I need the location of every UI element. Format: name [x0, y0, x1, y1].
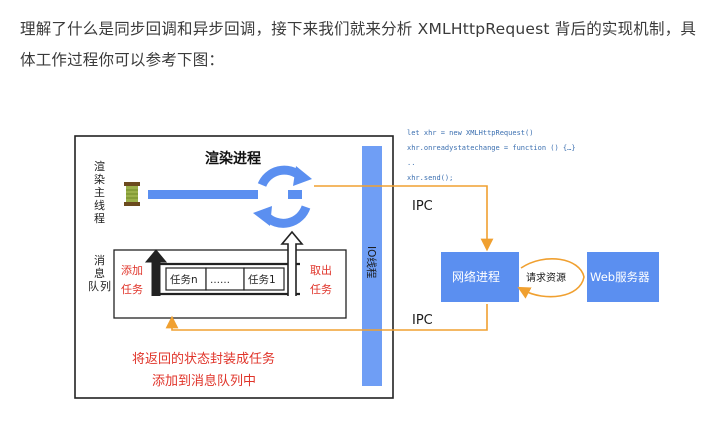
main-thread-char: 渲 — [94, 159, 105, 173]
take-task-line: 任务 — [310, 283, 332, 296]
code-line: xhr.onreadystatechange = function () {…} — [407, 144, 576, 152]
main-thread-char: 主 — [94, 186, 105, 199]
queue-track: 任务n …… 任务1 — [160, 262, 300, 296]
add-task-line: 添加 — [121, 263, 143, 277]
caption-line-2: 添加到消息队列中 — [152, 373, 256, 389]
web-server-box — [587, 252, 659, 302]
event-loop-icon — [253, 165, 312, 228]
intro-paragraph: 理解了什么是同步回调和异步回调，接下来我们就来分析 XMLHttpRequest… — [20, 20, 697, 69]
ipc-request-arrow — [314, 185, 494, 252]
main-thread-bar-tail — [288, 190, 302, 199]
take-task-label: 取出 任务 — [310, 263, 332, 296]
main-thread-bar — [148, 190, 258, 199]
queue-label-char: 息 — [94, 266, 105, 280]
code-line: let xhr = new XMLHttpRequest() — [407, 129, 533, 137]
take-task-arrow — [280, 230, 304, 296]
request-resource-label: 请求资源 — [526, 271, 566, 284]
main-thread-char: 染 — [94, 172, 105, 186]
network-process-box — [441, 252, 519, 302]
web-server-label: Web服务器 — [590, 270, 650, 284]
task-1-label: 任务1 — [248, 273, 276, 286]
render-process-title: 渲染进程 — [205, 150, 261, 167]
ipc-top-label: IPC — [412, 199, 433, 214]
caption-line-1: 将返回的状态封装成任务 — [132, 351, 275, 367]
main-thread-label: 渲 染 主 线 程 — [94, 159, 105, 225]
thread-spool-icon — [124, 182, 140, 206]
code-snippet: let xhr = new XMLHttpRequest() xhr.onrea… — [407, 129, 576, 182]
task-ellipsis-label: …… — [210, 275, 230, 286]
take-task-line: 取出 — [310, 263, 332, 277]
add-task-label: 添加 任务 — [121, 263, 143, 296]
network-process-label: 网络进程 — [452, 269, 500, 284]
task-n-label: 任务n — [170, 273, 198, 286]
ipc-bottom-label: IPC — [412, 313, 433, 328]
add-task-line: 任务 — [121, 283, 143, 296]
queue-label-char: 列 — [100, 279, 111, 293]
request-resource-loop — [517, 257, 585, 299]
code-line: .. — [407, 159, 415, 167]
main-thread-char: 程 — [94, 212, 105, 225]
message-queue-label: 消 息 队 列 — [88, 253, 111, 293]
main-thread-char: 线 — [94, 198, 105, 212]
queue-label-char: 消 — [94, 253, 105, 267]
ipc-response-arrow — [165, 304, 488, 331]
io-thread-label: IO线程 — [365, 246, 378, 279]
queue-label-char: 队 — [88, 279, 99, 293]
push-task-arrow — [144, 249, 168, 296]
task-1-cell — [243, 267, 285, 291]
io-thread-bar — [362, 146, 382, 386]
code-line: xhr.send(); — [407, 174, 453, 182]
